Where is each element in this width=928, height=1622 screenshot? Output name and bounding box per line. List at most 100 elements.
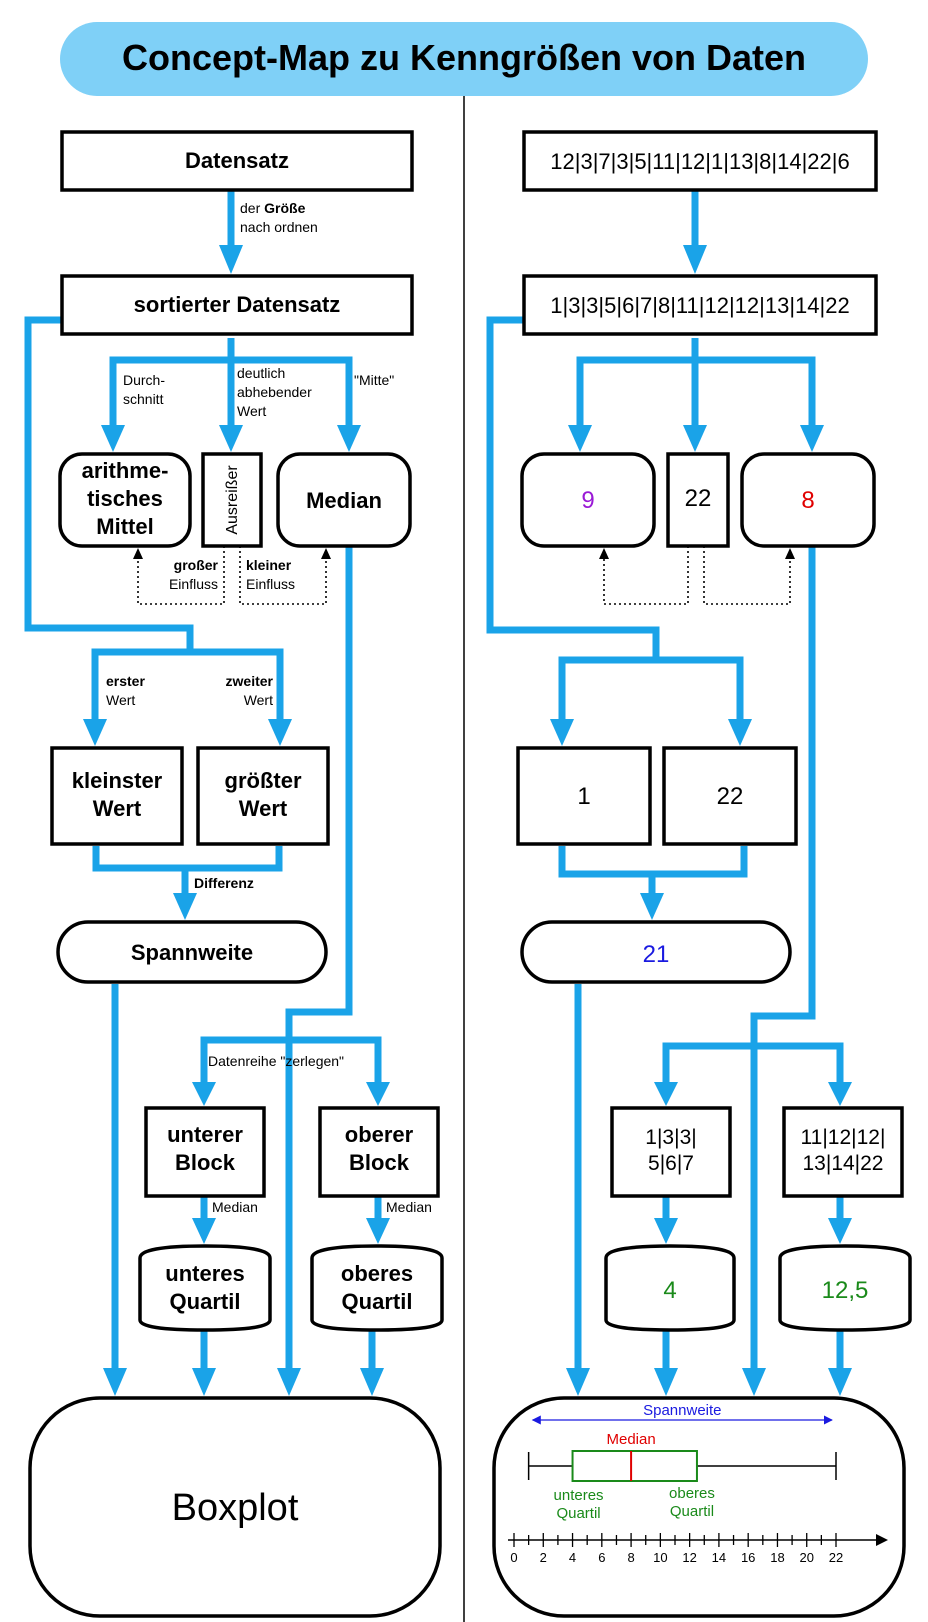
- axis-arrowhead: [876, 1534, 888, 1546]
- box-spannweite: [56, 920, 328, 984]
- label-mitte: "Mitte": [354, 372, 394, 388]
- quartile-box: [571, 1450, 698, 1482]
- box-outlier-value: [666, 452, 730, 548]
- box-oberes-quartil: [310, 1244, 444, 1332]
- axis-tick-label: 0: [510, 1550, 517, 1565]
- value-range: 21: [643, 941, 670, 968]
- value-outlier: 22: [685, 485, 712, 512]
- axis-tick-label: 14: [712, 1550, 726, 1565]
- box-max-value: [662, 746, 798, 846]
- axis-tick-label: 20: [799, 1550, 813, 1565]
- label-datensatz: Datensatz: [185, 148, 289, 173]
- box-median: [276, 452, 412, 548]
- label-unteres: unteres: [165, 1261, 244, 1286]
- value-upper-block-2: 13|14|22: [803, 1152, 884, 1175]
- label-durchschnitt-1: Durch-: [123, 372, 165, 388]
- label-oberer-block: Block: [349, 1150, 410, 1175]
- label-sortierter-datensatz: sortierter Datensatz: [134, 292, 341, 317]
- median-label: Median: [606, 1431, 655, 1448]
- label-deutlich-1: deutlich: [237, 365, 285, 381]
- label-sort: der Größe: [240, 200, 306, 216]
- label-spannweite: Spannweite: [131, 940, 253, 965]
- page-title: Concept-Map zu Kenngrößen von Daten: [122, 37, 806, 78]
- label-median-upper: Median: [386, 1199, 432, 1215]
- box-boxplot: [28, 1396, 442, 1618]
- axis-tick-label: 8: [627, 1550, 634, 1565]
- box-range-value: [520, 920, 792, 984]
- axis-tick-label: 4: [569, 1550, 576, 1565]
- label-zerlegen: Datenreihe "zerlegen": [208, 1053, 344, 1069]
- box-min-value: [516, 746, 652, 846]
- axis-tick-label: 2: [540, 1550, 547, 1565]
- axis-tick-label: 6: [598, 1550, 605, 1565]
- q3-label-1: oberes: [669, 1485, 715, 1502]
- box-mean-value: [520, 452, 656, 548]
- box-kleinster-wert: [50, 746, 184, 846]
- value-sorted-data: 1|3|3|5|6|7|8|11|12|12|13|14|22: [550, 293, 849, 318]
- value-upper-block-1: 11|12|12|: [801, 1126, 886, 1149]
- label-unterer: unterer: [167, 1122, 243, 1147]
- box-sorted-data: [522, 274, 878, 336]
- label-erster-wert: Wert: [106, 692, 135, 708]
- box-datensatz: [60, 130, 414, 192]
- label-deutlich-3: Wert: [237, 403, 266, 419]
- label-oberes-quartil: Quartil: [342, 1289, 413, 1314]
- left-arrowheads: [83, 245, 390, 1396]
- label-sort-2: nach ordnen: [240, 219, 318, 235]
- value-max: 22: [717, 783, 744, 810]
- box-unterer-block: [144, 1106, 266, 1198]
- axis-ticks: 0 2 4 6 8 10 12 14 16 18 20 22: [510, 1533, 843, 1565]
- label-mittel-2: tisches: [87, 486, 163, 511]
- box-q3-value: [778, 1244, 912, 1332]
- q1-label-2: Quartil: [556, 1505, 600, 1522]
- label-erster: erster: [106, 673, 145, 689]
- axis-tick-label: 22: [829, 1550, 843, 1565]
- label-unterer-block: Block: [175, 1150, 236, 1175]
- box-oberer-block: [318, 1106, 440, 1198]
- value-raw-data: 12|3|7|3|5|11|12|1|13|8|14|22|6: [550, 149, 849, 174]
- q1-label-1: unteres: [554, 1487, 604, 1504]
- axis-tick-label: 12: [682, 1550, 696, 1565]
- box-sortierter-datensatz: [60, 274, 414, 336]
- title-banner: [60, 22, 868, 96]
- label-kleiner-einfluss: Einfluss: [246, 576, 295, 592]
- axis-tick-label: 18: [770, 1550, 784, 1565]
- label-zweiter: zweiter: [226, 673, 274, 689]
- value-q3: 12,5: [822, 1277, 869, 1304]
- label-median-lower: Median: [212, 1199, 258, 1215]
- value-lower-block-1: 1|3|3|: [645, 1126, 696, 1149]
- label-groesster: größter: [225, 768, 302, 793]
- label-kleinster: kleinster: [72, 768, 163, 793]
- value-min: 1: [577, 783, 590, 810]
- label-differenz: Differenz: [194, 875, 254, 891]
- box-median-value: [740, 452, 876, 548]
- label-mittel-3: Mittel: [96, 514, 153, 539]
- box-unteres-quartil: [138, 1244, 272, 1332]
- value-median: 8: [801, 487, 814, 514]
- q3-label-2: Quartil: [670, 1503, 714, 1520]
- label-groesster-wert: Wert: [239, 796, 288, 821]
- left-flow-lines: [24, 190, 382, 1370]
- box-q1-value: [604, 1244, 736, 1332]
- boxplot-chart: Spannweite Median unteres Quartil oberes…: [508, 1402, 888, 1565]
- label-grosser-einfluss: Einfluss: [169, 576, 218, 592]
- box-groesster-wert: [196, 746, 330, 846]
- label-ausreisser: Ausreißer: [224, 465, 241, 535]
- label-oberer: oberer: [345, 1122, 414, 1147]
- axis-tick-label: 16: [741, 1550, 755, 1565]
- label-grosser: großer: [174, 557, 219, 573]
- box-lower-block-values: [610, 1106, 732, 1198]
- label-kleiner: kleiner: [246, 557, 292, 573]
- box-ausreisser: [201, 452, 263, 548]
- label-zweiter-wert: Wert: [244, 692, 273, 708]
- label-median: Median: [306, 488, 382, 513]
- label-deutlich-2: abhebender: [237, 384, 312, 400]
- right-flow-lines: [486, 190, 844, 1370]
- label-durchschnitt-2: schnitt: [123, 391, 164, 407]
- axis-tick-label: 10: [653, 1550, 667, 1565]
- box-arithmetisches-mittel: [58, 452, 192, 548]
- range-label: Spannweite: [643, 1402, 721, 1419]
- label-boxplot: Boxplot: [172, 1487, 299, 1529]
- label-oberes: oberes: [341, 1261, 413, 1286]
